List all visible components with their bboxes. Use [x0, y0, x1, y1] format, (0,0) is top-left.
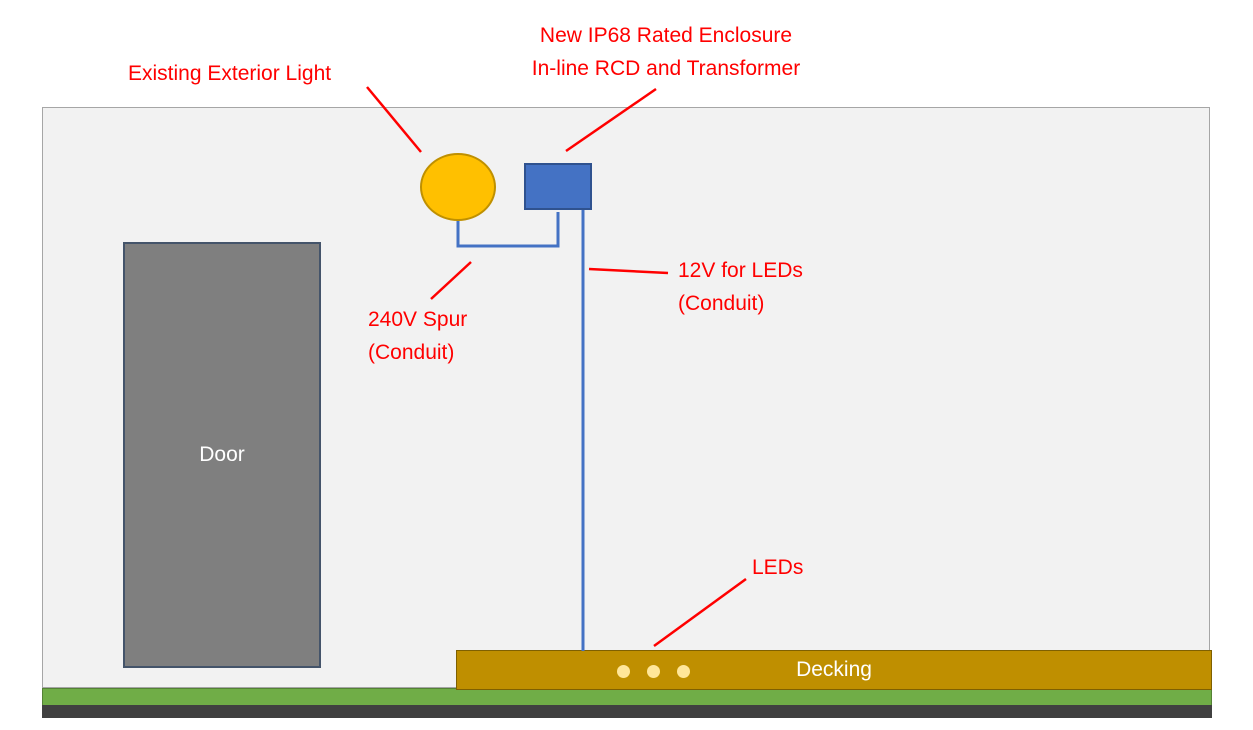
label-240v-spur: 240V Spur (Conduit) — [368, 303, 467, 369]
grass-strip — [42, 688, 1212, 706]
exterior-light-shape — [420, 153, 496, 221]
ground-strip — [42, 705, 1212, 718]
led-dot — [616, 664, 631, 679]
label-240v-spur-line1: 240V Spur — [368, 308, 468, 331]
label-enclosure: New IP68 Rated Enclosure In-line RCD and… — [498, 19, 834, 85]
door-label: Door — [199, 443, 245, 466]
label-enclosure-line2: In-line RCD and Transformer — [531, 57, 801, 80]
label-existing-light: Existing Exterior Light — [128, 57, 331, 90]
label-12v-leds: 12V for LEDs (Conduit) — [678, 254, 803, 320]
label-existing-light-text: Existing Exterior Light — [128, 62, 332, 85]
label-12v-leds-line2: (Conduit) — [678, 292, 765, 315]
decking-shape: Decking — [456, 650, 1212, 690]
door-shape: Door — [123, 242, 321, 668]
led-dot — [646, 664, 661, 679]
label-enclosure-line1: New IP68 Rated Enclosure — [539, 24, 793, 47]
enclosure-shape — [524, 163, 592, 210]
led-dot — [676, 664, 691, 679]
decking-label: Decking — [796, 658, 872, 681]
label-240v-spur-line2: (Conduit) — [368, 341, 455, 364]
label-leds-text: LEDs — [752, 556, 804, 579]
label-leds: LEDs — [752, 551, 803, 584]
label-12v-leds-line1: 12V for LEDs — [678, 259, 803, 282]
